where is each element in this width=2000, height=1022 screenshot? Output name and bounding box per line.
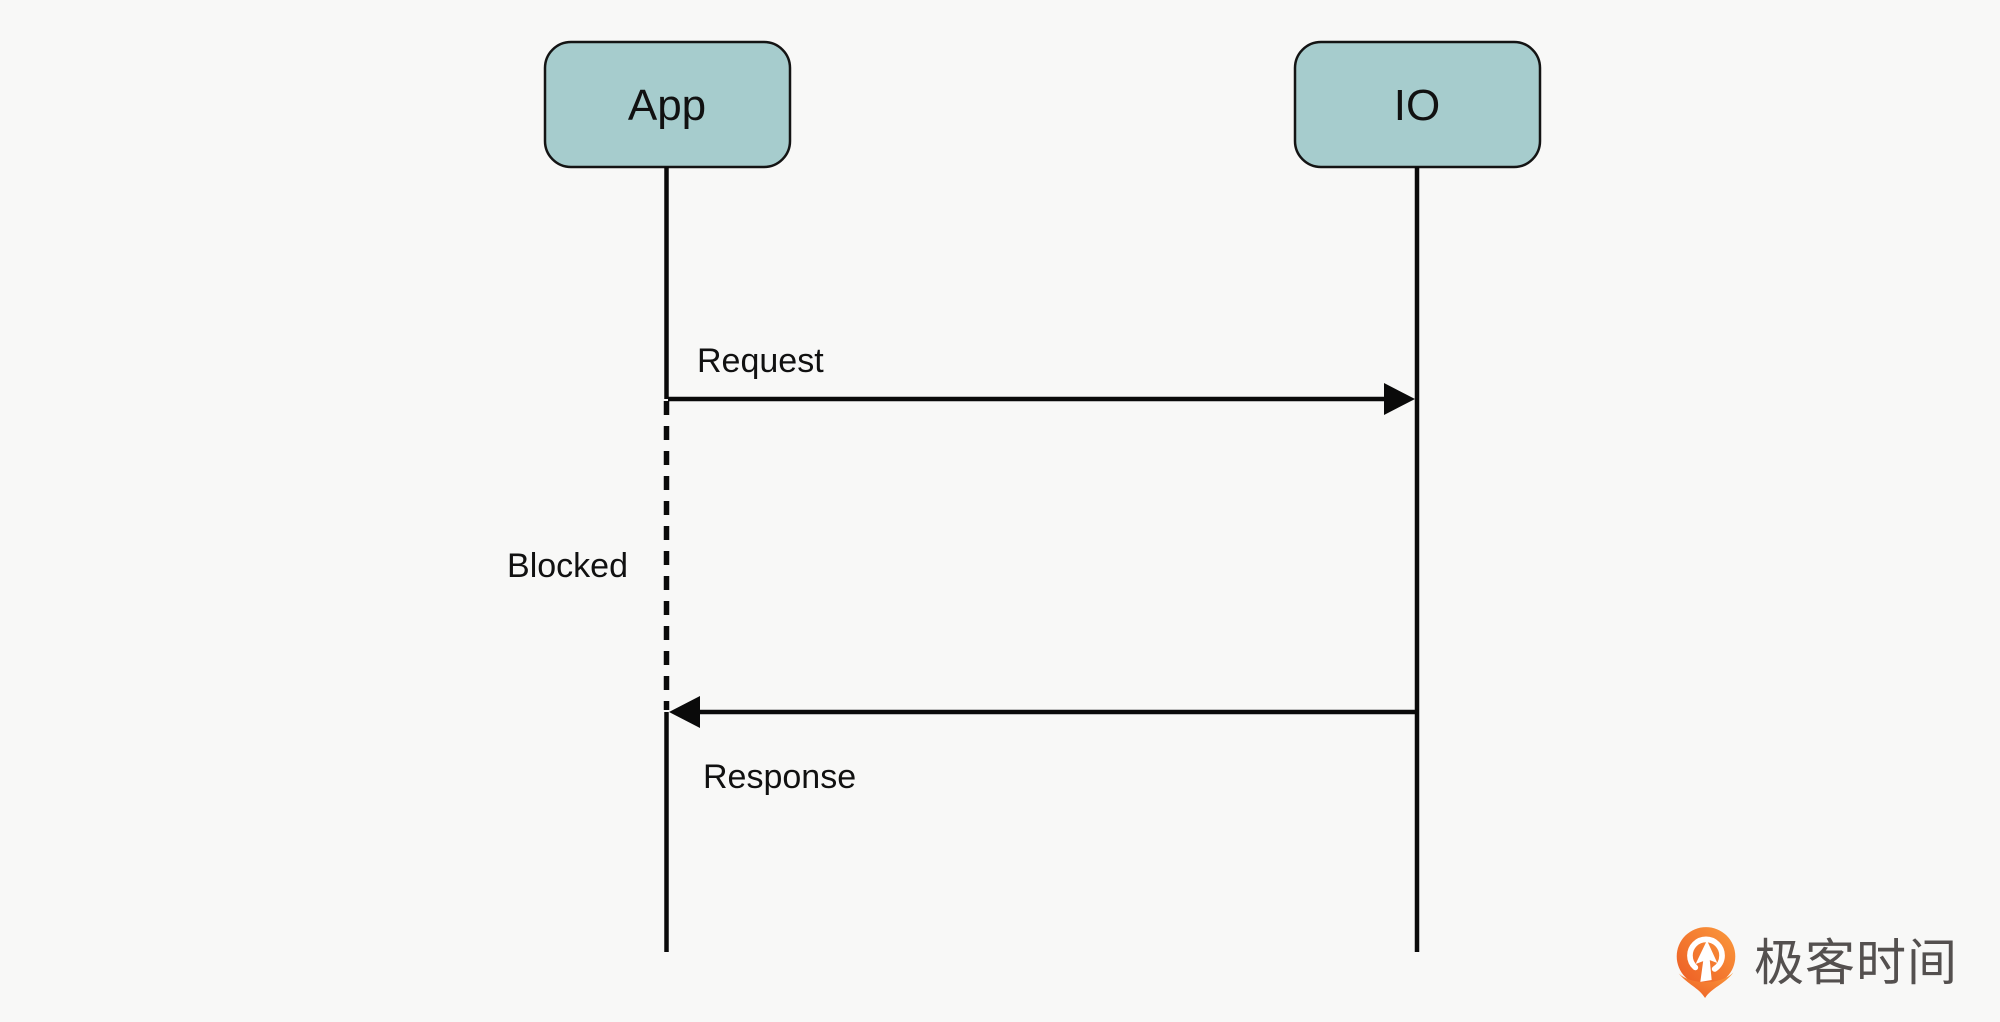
blocked-label: Blocked	[507, 547, 628, 585]
pin-tail	[1678, 972, 1734, 998]
arrow-glyph	[1695, 940, 1718, 982]
response-arrowhead-icon	[669, 696, 700, 728]
actor-io: IO	[1293, 40, 1542, 169]
response-label: Response	[703, 758, 856, 796]
geektime-logo-text: 极客时间	[1754, 935, 1958, 991]
actor-app: App	[543, 40, 792, 169]
geektime-logo: 极客时间	[1672, 925, 1958, 1001]
request-label: Request	[697, 342, 824, 380]
message-response: Response	[669, 696, 1417, 796]
actor-app-label: App	[628, 81, 706, 130]
actor-io-label: IO	[1394, 81, 1440, 130]
message-request: Request	[668, 342, 1415, 415]
request-arrowhead-icon	[1384, 383, 1415, 415]
ring-glyph	[1687, 936, 1725, 975]
geektime-pin-icon	[1676, 927, 1736, 998]
